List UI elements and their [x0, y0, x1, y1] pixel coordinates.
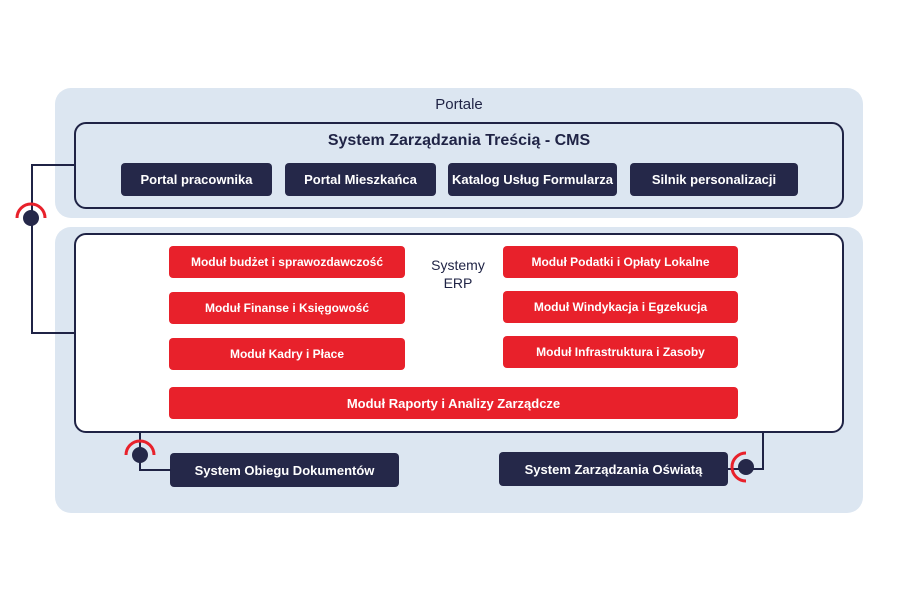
- cms-module-silnik-personalizacji[interactable]: Silnik personalizacji: [630, 163, 798, 196]
- portale-title: Portale: [435, 96, 483, 113]
- erp-title: Systemy ERP: [418, 256, 498, 292]
- connector-line-left-vertical: [31, 164, 33, 334]
- connector-line-docs-horizontal: [139, 469, 171, 471]
- cms-module-portal-pracownika[interactable]: Portal pracownika: [121, 163, 272, 196]
- connector-line-erp-horizontal: [31, 332, 75, 334]
- erp-title-line1: Systemy: [431, 257, 485, 273]
- erp-title-line2: ERP: [443, 275, 473, 291]
- erp-module-podatki[interactable]: Moduł Podatki i Opłaty Lokalne: [503, 246, 738, 278]
- socket-connector-icon-edu: [730, 451, 754, 483]
- connector-line-cms-horizontal: [31, 164, 75, 166]
- cms-module-portal-mieszkanca[interactable]: Portal Mieszkańca: [285, 163, 436, 196]
- cms-title: System Zarządzania Treścią - CMS: [327, 132, 591, 149]
- erp-module-budzet[interactable]: Moduł budżet i sprawozdawczość: [169, 246, 405, 278]
- socket-connector-icon-left: [15, 202, 47, 226]
- erp-module-raporty[interactable]: Moduł Raporty i Analizy Zarządcze: [169, 387, 738, 419]
- connector-line-edu-vertical: [762, 433, 764, 470]
- erp-module-finanse[interactable]: Moduł Finanse i Księgowość: [169, 292, 405, 324]
- erp-module-windykacja[interactable]: Moduł Windykacja i Egzekucja: [503, 291, 738, 323]
- system-obiegu-dokumentow[interactable]: System Obiegu Dokumentów: [170, 453, 399, 487]
- socket-connector-icon-docs: [124, 439, 156, 463]
- cms-module-katalog-uslug[interactable]: Katalog Usług Formularza: [448, 163, 617, 196]
- system-zarzadzania-oswiata[interactable]: System Zarządzania Oświatą: [499, 452, 728, 486]
- erp-module-infrastruktura[interactable]: Moduł Infrastruktura i Zasoby: [503, 336, 738, 368]
- erp-module-kadry[interactable]: Moduł Kadry i Płace: [169, 338, 405, 370]
